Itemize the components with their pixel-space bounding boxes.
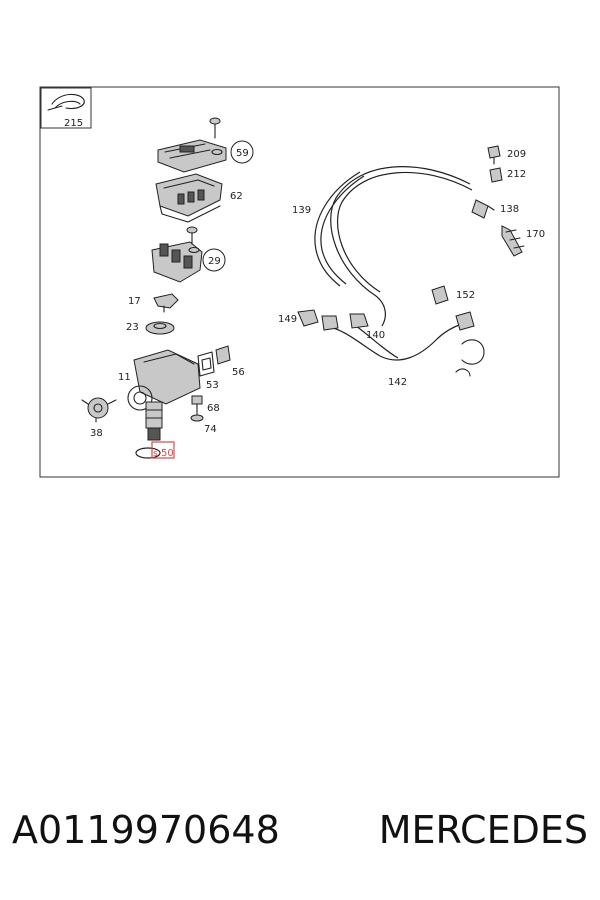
part-number: A0119970648	[12, 808, 280, 852]
callout-circle-29	[202, 248, 226, 272]
distributor-body-illustration	[127, 349, 201, 441]
distributor-cap-illustration	[155, 173, 223, 223]
callout-circle-59	[230, 140, 254, 164]
highlight-prefix: s	[153, 449, 158, 459]
plug-connector-149	[297, 309, 369, 331]
callout-68: 68	[207, 403, 220, 414]
rotor-housing-illustration	[151, 226, 203, 283]
callout-212: 212	[507, 169, 526, 180]
spark-plug-170	[501, 225, 525, 257]
callout-38: 38	[90, 428, 103, 439]
gasket-plate-illustration	[197, 345, 231, 377]
distributor-cover-illustration	[157, 117, 227, 173]
callout-53: 53	[206, 380, 219, 391]
callout-23: 23	[126, 322, 139, 333]
rotor-arm-illustration	[153, 293, 179, 313]
plug-connector-152	[431, 285, 485, 377]
vacuum-unit-illustration	[81, 397, 117, 423]
callout-56: 56	[232, 367, 245, 378]
callout-62: 62	[230, 191, 243, 202]
callout-149: 149	[278, 314, 297, 325]
callout-11: 11	[118, 372, 131, 383]
callout-209: 209	[507, 149, 526, 160]
callout-152: 152	[456, 290, 475, 301]
callout-142: 142	[388, 377, 407, 388]
o-ring-illustration	[135, 447, 161, 459]
callout-74: 74	[204, 424, 217, 435]
ignition-wire-142	[325, 323, 463, 361]
callout-170: 170	[526, 229, 545, 240]
cable-clip-illustration	[47, 93, 85, 111]
seal-illustration	[145, 321, 175, 335]
callout-138: 138	[500, 204, 519, 215]
connector-cap-212	[489, 167, 503, 183]
bolt-illustration	[190, 395, 204, 422]
callout-140: 140	[366, 330, 385, 341]
plug-boot-138	[471, 199, 495, 219]
highlight-box-50	[151, 441, 175, 459]
callout-59: 59	[236, 148, 249, 159]
inset-box-215	[40, 87, 92, 129]
connector-cap-209	[487, 145, 501, 165]
callout-215: 215	[64, 118, 83, 129]
caption-bar: A0119970648 MERCEDES	[0, 800, 600, 860]
brand-name: MERCEDES	[378, 808, 588, 852]
ignition-wire-139	[314, 171, 365, 287]
diagram-frame	[39, 86, 560, 478]
callout-50: 50	[161, 448, 174, 459]
callout-17: 17	[128, 296, 141, 307]
parts-diagram: 215 59 62 29 17 23	[39, 86, 560, 478]
callout-139: 139	[292, 205, 311, 216]
callout-29: 29	[208, 256, 221, 267]
ignition-wire-140	[330, 166, 473, 327]
